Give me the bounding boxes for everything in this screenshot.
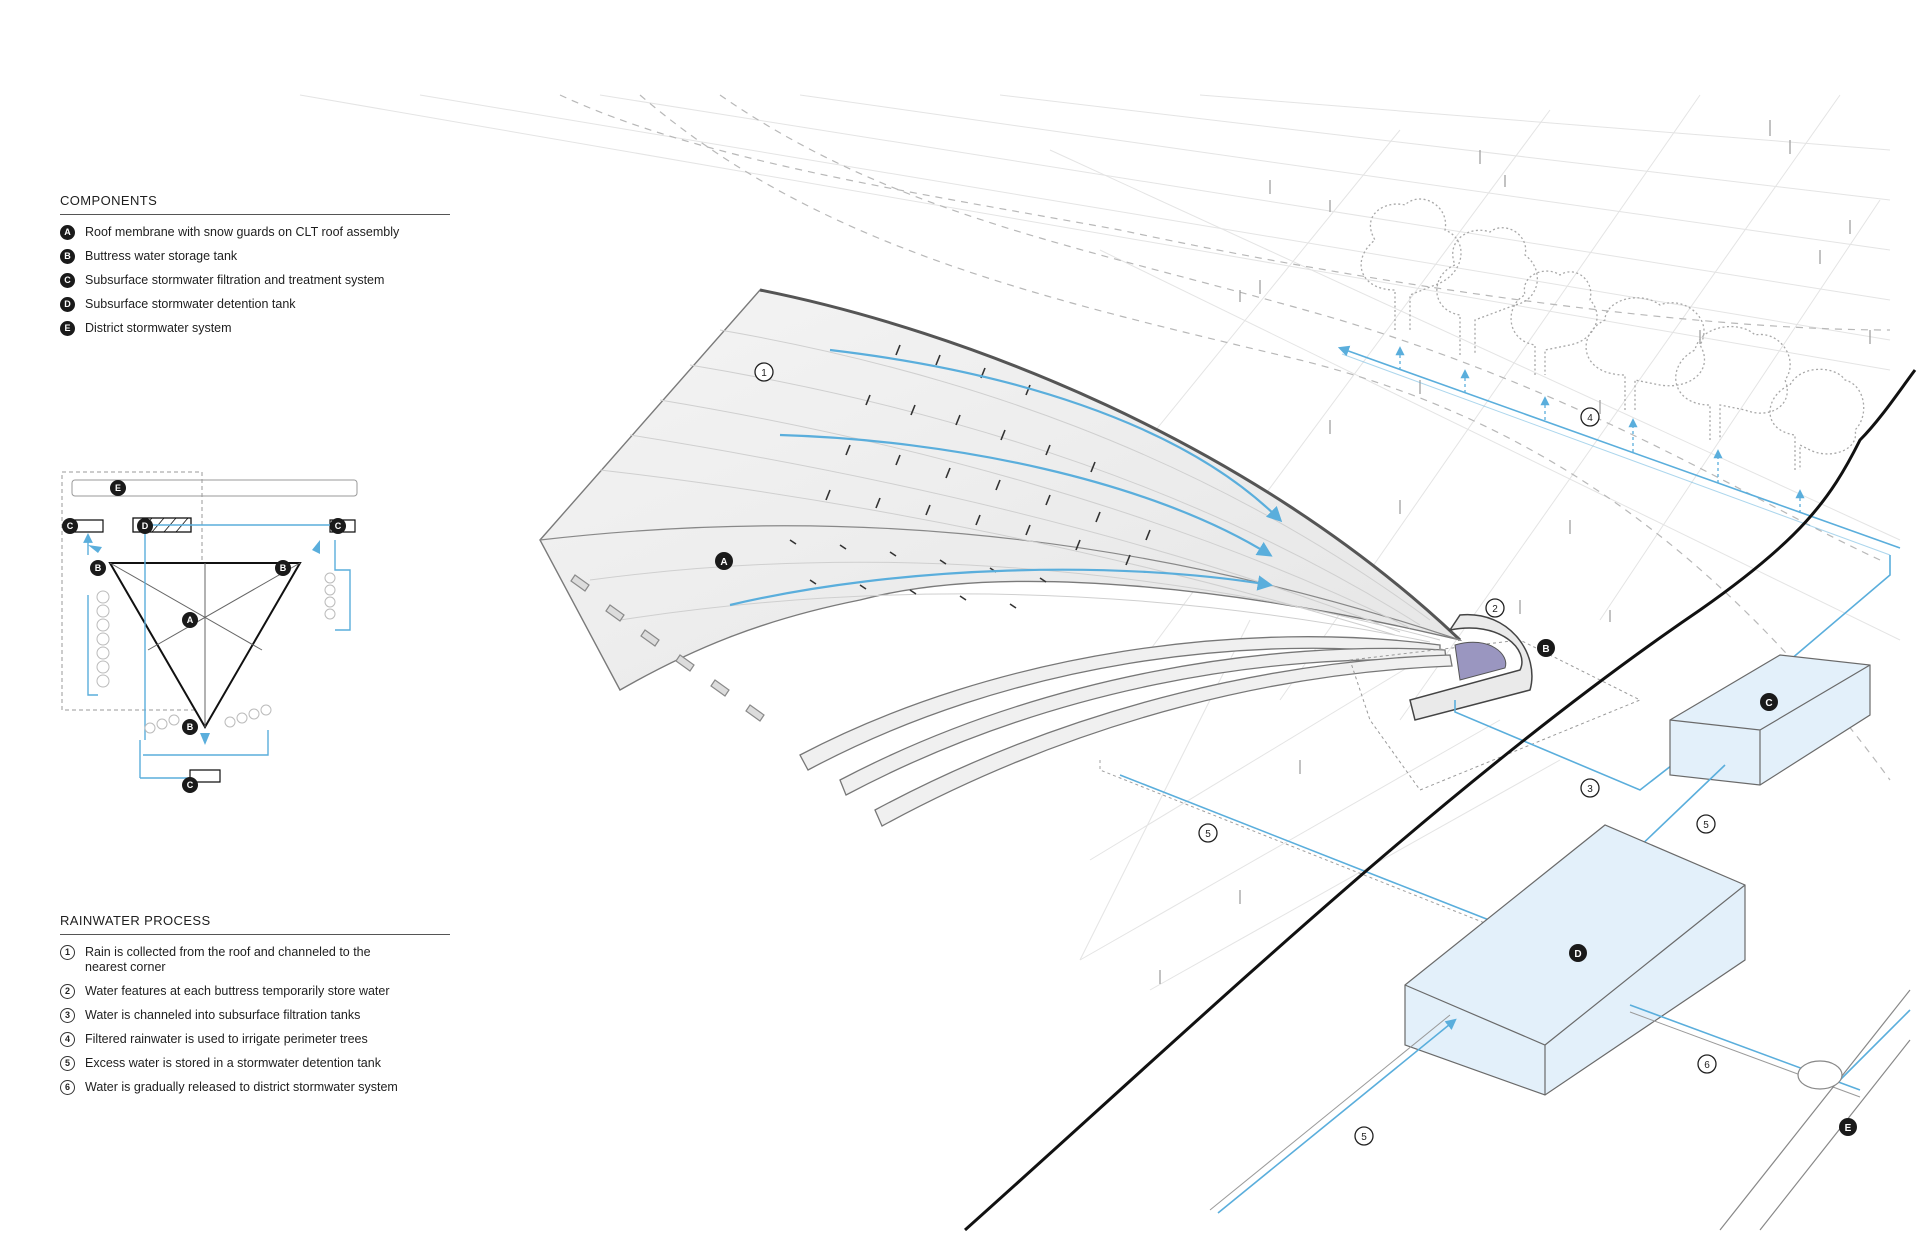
- site-plan: [61, 471, 358, 783]
- svg-text:B: B: [1542, 644, 1549, 655]
- svg-text:C: C: [335, 521, 342, 531]
- badge-step-6: 6: [1697, 1054, 1717, 1074]
- svg-text:C: C: [67, 521, 74, 531]
- component-badge-d: D: [60, 297, 75, 312]
- components-title: COMPONENTS: [60, 193, 450, 215]
- component-text-c: Subsurface stormwater filtration and tre…: [85, 273, 385, 287]
- process-item-2: 2 Water features at each buttress tempor…: [60, 984, 450, 999]
- plan-badge-d: D: [137, 518, 153, 534]
- plan-badge-b-bottom: B: [182, 719, 198, 735]
- process-badge-6: 6: [60, 1080, 75, 1095]
- component-text-d: Subsurface stormwater detention tank: [85, 297, 296, 311]
- component-item-d: D Subsurface stormwater detention tank: [60, 297, 450, 312]
- process-badge-1: 1: [60, 945, 75, 960]
- process-item-4: 4 Filtered rainwater is used to irrigate…: [60, 1032, 450, 1047]
- svg-text:1: 1: [761, 368, 767, 379]
- svg-text:5: 5: [1361, 1132, 1367, 1143]
- svg-text:5: 5: [1703, 820, 1709, 831]
- perimeter-trees: [1360, 198, 1865, 470]
- svg-text:D: D: [142, 521, 149, 531]
- svg-text:C: C: [1765, 698, 1772, 709]
- plan-badge-a: A: [182, 612, 198, 628]
- badge-step-1: 1: [754, 362, 774, 382]
- badge-district-e: E: [1839, 1118, 1857, 1136]
- process-badge-3: 3: [60, 1008, 75, 1023]
- site-dashed-lines: [559, 94, 1891, 781]
- svg-text:6: 6: [1704, 1060, 1710, 1071]
- plan-badge-c-left: C: [62, 518, 78, 534]
- component-text-b: Buttress water storage tank: [85, 249, 238, 263]
- component-item-e: E District stormwater system: [60, 321, 450, 336]
- component-badge-c: C: [60, 273, 75, 288]
- component-item-b: B Buttress water storage tank: [60, 249, 450, 264]
- component-item-a: A Roof membrane with snow guards on CLT …: [60, 225, 450, 240]
- plan-badge-e: E: [110, 480, 126, 496]
- badge-step-5-mid: 5: [1696, 814, 1716, 834]
- badge-step-5-bottom: 5: [1354, 1126, 1374, 1146]
- svg-text:2: 2: [1492, 604, 1498, 615]
- component-badge-a: A: [60, 225, 75, 240]
- svg-text:A: A: [187, 615, 194, 625]
- badge-tank-d: D: [1569, 944, 1587, 962]
- svg-text:E: E: [1845, 1123, 1852, 1134]
- district-pipe: [1719, 989, 1911, 1231]
- process-badge-5: 5: [60, 1056, 75, 1071]
- process-item-6: 6 Water is gradually released to distric…: [60, 1080, 450, 1095]
- process-text-2: Water features at each buttress temporar…: [85, 984, 390, 998]
- component-text-a: Roof membrane with snow guards on CLT ro…: [85, 225, 400, 239]
- component-text-e: District stormwater system: [85, 321, 232, 335]
- roof-structure: [539, 288, 1463, 827]
- component-badge-e: E: [60, 321, 75, 336]
- badge-step-2: 2: [1485, 598, 1505, 618]
- process-text-6: Water is gradually released to district …: [85, 1080, 398, 1094]
- plan-badge-c-bottom: C: [182, 777, 198, 793]
- process-item-3: 3 Water is channeled into subsurface fil…: [60, 1008, 450, 1023]
- rainwater-process-legend: RAINWATER PROCESS 1 Rain is collected fr…: [60, 913, 450, 1104]
- svg-text:D: D: [1574, 949, 1581, 960]
- badge-step-4: 4: [1580, 407, 1600, 427]
- svg-text:B: B: [95, 563, 102, 573]
- process-item-1: 1 Rain is collected from the roof and ch…: [60, 945, 450, 975]
- process-text-3: Water is channeled into subsurface filtr…: [85, 1008, 361, 1022]
- process-text-1: Rain is collected from the roof and chan…: [85, 945, 371, 974]
- filtration-tank: [1669, 654, 1871, 786]
- svg-text:3: 3: [1587, 784, 1593, 795]
- svg-text:C: C: [187, 780, 194, 790]
- irrigation-pipe: [1337, 345, 1901, 661]
- svg-text:4: 4: [1587, 413, 1593, 424]
- components-legend: COMPONENTS A Roof membrane with snow gua…: [60, 193, 450, 345]
- svg-text:5: 5: [1205, 829, 1211, 840]
- overflow-channel-upper: [1099, 760, 1543, 942]
- plan-badge-c-right: C: [330, 518, 346, 534]
- svg-text:E: E: [115, 483, 121, 493]
- process-text-5: Excess water is stored in a stormwater d…: [85, 1056, 381, 1070]
- overflow-channel-lower: [1209, 1014, 1457, 1214]
- badge-step-3: 3: [1580, 778, 1600, 798]
- process-title: RAINWATER PROCESS: [60, 913, 450, 935]
- component-item-c: C Subsurface stormwater filtration and t…: [60, 273, 450, 288]
- svg-text:B: B: [280, 563, 287, 573]
- property-line: [964, 369, 1917, 1232]
- site-grid: [299, 94, 1901, 991]
- site-post-marks: [1159, 120, 1871, 984]
- plan-badge-b-left: B: [90, 560, 106, 576]
- component-badge-b: B: [60, 249, 75, 264]
- process-badge-2: 2: [60, 984, 75, 999]
- process-text-4: Filtered rainwater is used to irrigate p…: [85, 1032, 368, 1046]
- badge-tank-c: C: [1760, 693, 1778, 711]
- badge-step-5-left: 5: [1198, 823, 1218, 843]
- plan-badge-b-right: B: [275, 560, 291, 576]
- process-badge-4: 4: [60, 1032, 75, 1047]
- svg-text:A: A: [720, 557, 727, 568]
- svg-text:B: B: [187, 722, 194, 732]
- badge-roof-a: A: [715, 552, 733, 570]
- buttress-water-feature: [1349, 614, 1642, 791]
- badge-buttress-b: B: [1537, 639, 1555, 657]
- process-item-5: 5 Excess water is stored in a stormwater…: [60, 1056, 450, 1071]
